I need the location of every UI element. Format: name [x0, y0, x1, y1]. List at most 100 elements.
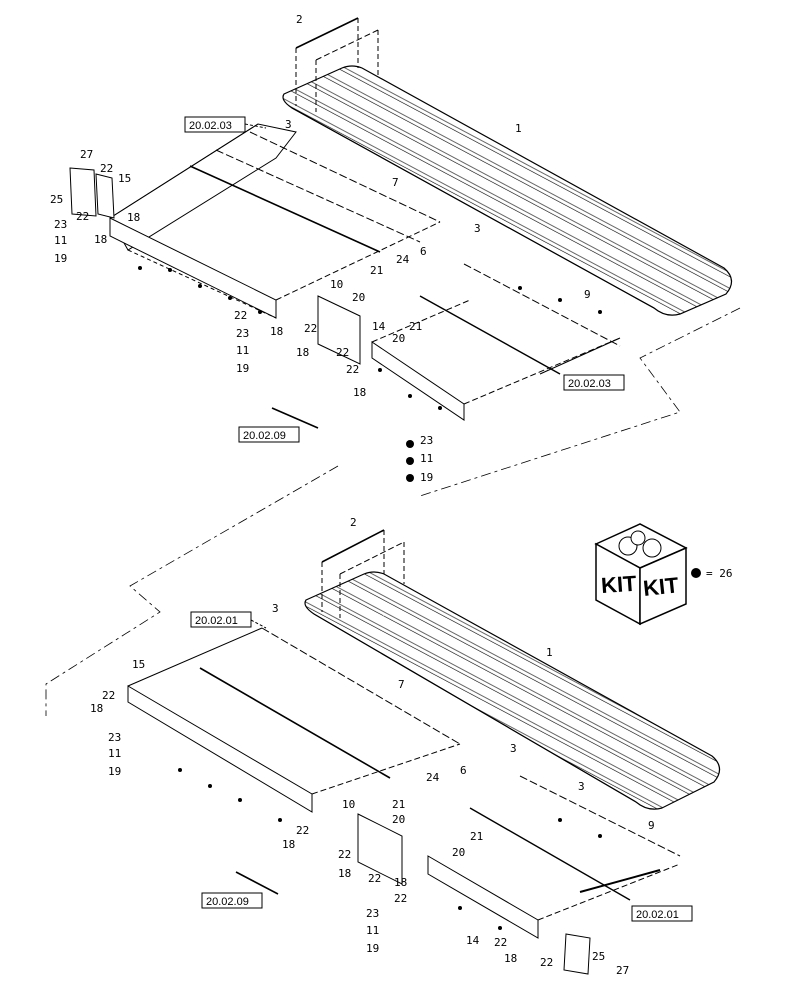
callout: 3: [510, 742, 517, 755]
callout: 22: [76, 210, 89, 223]
callout: 25: [50, 193, 63, 206]
callout: 22: [494, 936, 507, 949]
callout: 18: [90, 702, 103, 715]
callout: 3: [578, 780, 585, 793]
callout: 18: [270, 325, 283, 338]
callout: 22: [304, 322, 317, 335]
callout: 27: [80, 148, 93, 161]
callout: 22: [368, 872, 381, 885]
callout: 18: [394, 876, 407, 889]
callout: 9: [648, 819, 655, 832]
svg-text:20.02.03: 20.02.03: [189, 120, 232, 132]
callout: 19: [236, 362, 249, 375]
callout: 21: [370, 264, 383, 277]
callout: 21: [409, 320, 422, 333]
callout: 14: [372, 320, 386, 333]
callout: 15: [132, 658, 145, 671]
callout: 20: [392, 813, 405, 826]
callout: 22: [540, 956, 553, 969]
svg-text:20.02.01: 20.02.01: [195, 615, 238, 627]
callout: 14: [466, 934, 480, 947]
callout: 23: [108, 731, 121, 744]
ref-bot-left: 20.02.01: [190, 611, 267, 629]
callout: 11: [108, 747, 121, 760]
callout: 20: [452, 846, 465, 859]
ref-bot-right: 20.02.01: [631, 905, 693, 922]
callout: 18: [353, 386, 366, 399]
callout: 7: [398, 678, 405, 691]
callout: 22: [338, 848, 351, 861]
callout: 22: [100, 162, 113, 175]
callout: 18: [282, 838, 295, 851]
callout: 11: [236, 344, 249, 357]
kit-box: KIT KIT = 26: [594, 523, 733, 626]
kit-item-number: = 26: [706, 567, 733, 580]
callout: 23: [54, 218, 67, 231]
callout: 19: [420, 471, 433, 484]
callout: 6: [420, 245, 427, 258]
callout: 23: [366, 907, 379, 920]
callout: 24: [426, 771, 440, 784]
kit-label-left: KIT: [600, 571, 638, 598]
callout: 1: [546, 646, 553, 659]
callout: 2: [350, 516, 357, 529]
callout: 7: [392, 176, 399, 189]
callout: 22: [102, 689, 115, 702]
callout: 10: [330, 278, 343, 291]
ref-top-bottom: 20.02.09: [238, 426, 300, 443]
kit-bullet: [691, 568, 701, 578]
callout: 18: [296, 346, 309, 359]
svg-text:20.02.03: 20.02.03: [568, 378, 611, 390]
left-deck-bottom: [127, 627, 461, 813]
callout: 25: [592, 950, 605, 963]
fasteners-bottom: [178, 768, 602, 930]
callouts-bottom: 1 2 3 15 22 18 23 11 19 7 24 3 6 21 20 1…: [90, 516, 655, 977]
svg-text:20.02.09: 20.02.09: [206, 896, 249, 908]
callout: 1: [515, 122, 522, 135]
callout: 23: [236, 327, 249, 340]
callout: 18: [338, 867, 351, 880]
callout: 22: [234, 309, 247, 322]
kit-label-right: KIT: [642, 572, 680, 601]
callout: 3: [272, 602, 279, 615]
callouts-top: 1 2 3 27 22 15 25 18 23 11 19 22 18 7 3 …: [50, 13, 591, 484]
callout: 22: [336, 346, 349, 359]
belt-bottom: [304, 571, 721, 810]
ref-top-right: 20.02.03: [563, 374, 625, 391]
callout: 19: [54, 252, 67, 265]
svg-text:20.02.01: 20.02.01: [636, 909, 679, 921]
frame-bottom: [321, 529, 405, 618]
callout: 22: [394, 892, 407, 905]
callout: 24: [396, 253, 410, 266]
callout: 20: [352, 291, 365, 304]
top-assembly: [69, 17, 741, 497]
belt-top: [282, 65, 733, 316]
callout: 18: [504, 952, 517, 965]
callout: 23: [420, 434, 433, 447]
callout: 18: [94, 233, 107, 246]
svg-text:20.02.09: 20.02.09: [243, 430, 286, 442]
callout: 3: [285, 118, 292, 131]
callout: 22: [346, 363, 359, 376]
panel-25-top: [69, 167, 97, 217]
callout: 19: [366, 942, 379, 955]
callout: 15: [118, 172, 131, 185]
panel-10-top: [317, 295, 361, 365]
callout: 19: [108, 765, 121, 778]
left-deck-top: [109, 123, 441, 319]
bottom-assembly: [45, 465, 721, 975]
callout: 22: [296, 824, 309, 837]
callout: 11: [420, 452, 433, 465]
callout: 9: [584, 288, 591, 301]
right-deck-bottom: [427, 775, 681, 939]
ref-top-left: 20.02.03: [184, 116, 267, 133]
panel-25-bottom: [563, 933, 591, 975]
callout: 3: [474, 222, 481, 235]
callout: 11: [54, 234, 67, 247]
callout: 18: [127, 211, 140, 224]
callout: 6: [460, 764, 467, 777]
callout: 27: [616, 964, 629, 977]
callout: 10: [342, 798, 355, 811]
